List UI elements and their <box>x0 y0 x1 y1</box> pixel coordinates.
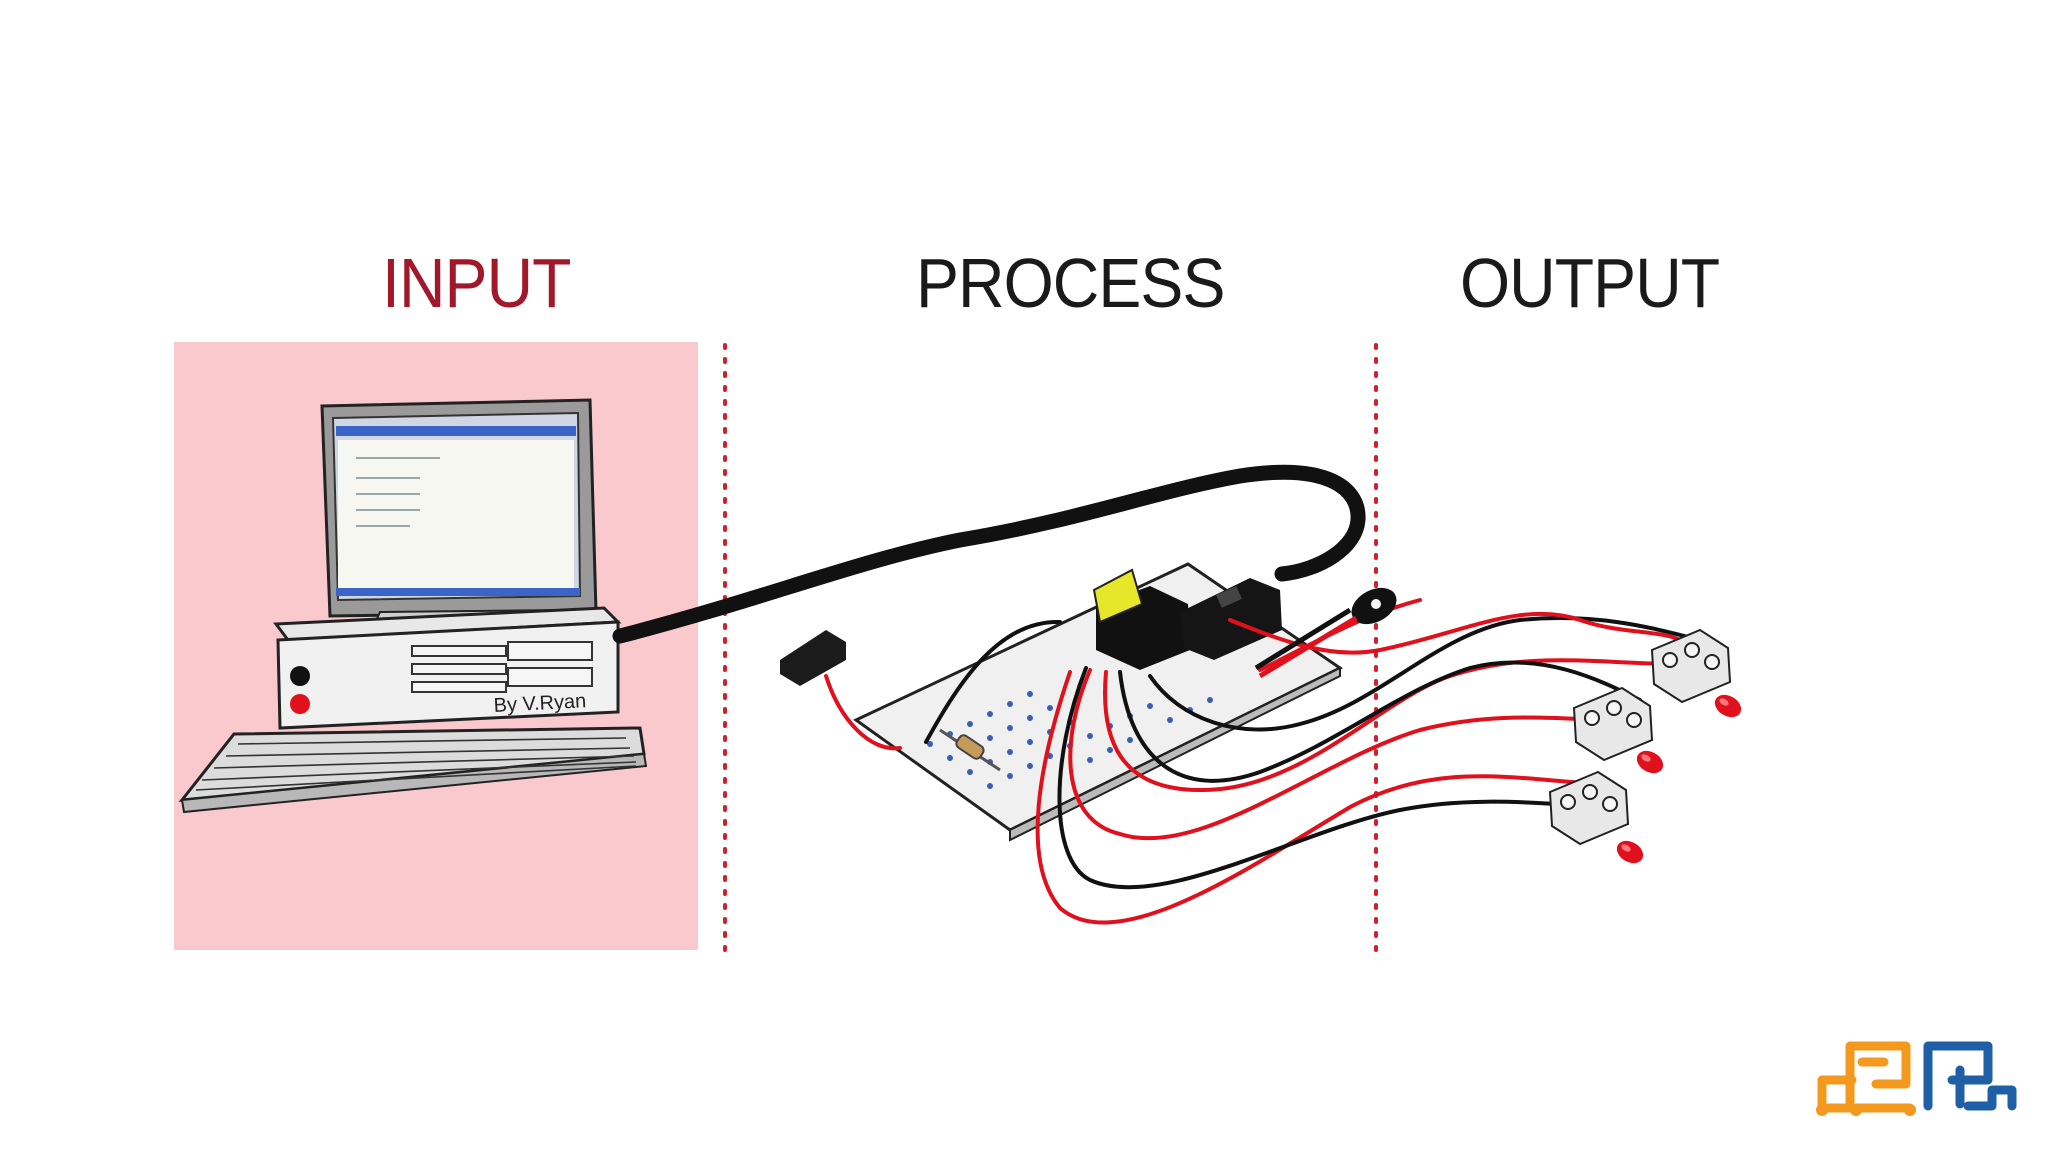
computer-icon <box>178 398 648 814</box>
logo-icon <box>1816 1041 2017 1116</box>
led-icon <box>1548 628 1742 864</box>
battery-clip-icon <box>1254 587 1397 679</box>
output-heading: OUTPUT <box>1460 244 1720 322</box>
credit-label: By V.Ryan <box>493 690 587 717</box>
microcontroller-board-icon <box>780 562 1343 842</box>
keyboard-keys <box>195 737 637 791</box>
process-heading: PROCESS <box>916 244 1225 322</box>
serial-cable <box>612 464 1366 644</box>
input-heading: INPUT <box>382 244 572 322</box>
